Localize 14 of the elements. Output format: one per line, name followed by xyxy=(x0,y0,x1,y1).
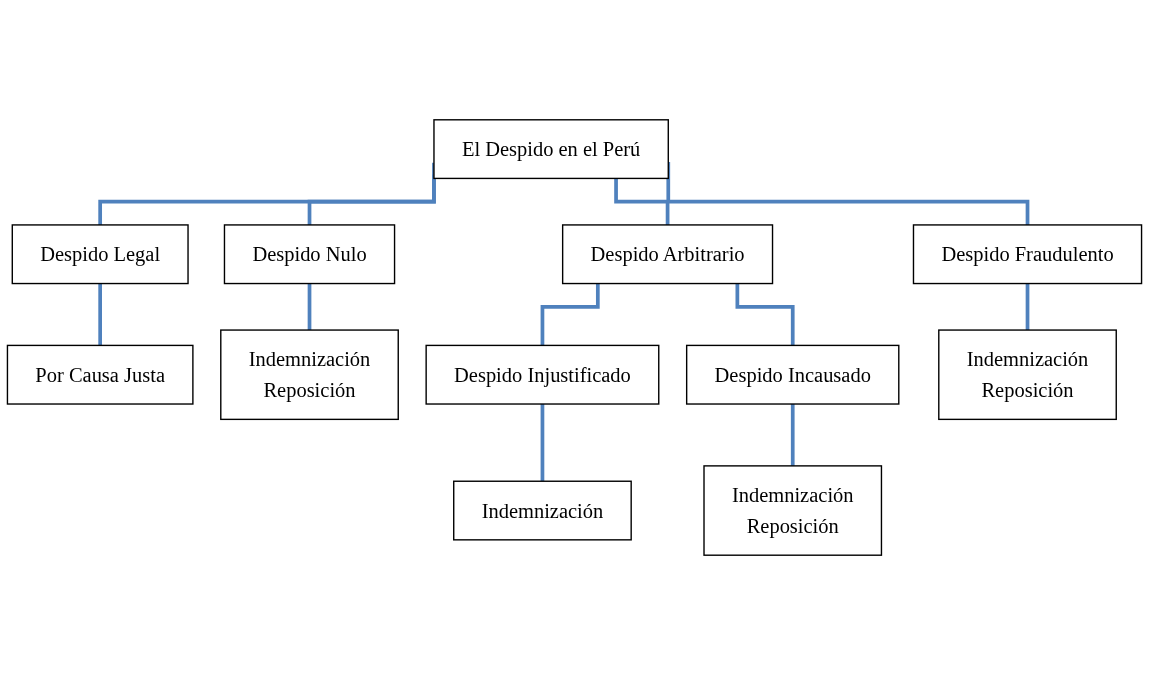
node-box: El Despido en el Perú xyxy=(433,119,669,180)
node-box: Despido Injustificado xyxy=(425,344,660,405)
node-box: Despido Arbitrario xyxy=(561,224,774,285)
connector xyxy=(1025,283,1030,332)
node-box: Indemnización Reposición xyxy=(938,329,1117,421)
node-box: Despido Nulo xyxy=(223,224,396,285)
node-box: Despido Fraudulento xyxy=(912,224,1143,285)
node-box: Despido Legal xyxy=(11,224,189,285)
node-box: Por Causa Justa xyxy=(6,344,194,405)
node-box: Indemnización Reposición xyxy=(703,465,883,556)
node-box: Despido Incausado xyxy=(685,344,900,405)
connector xyxy=(307,283,312,332)
node-box: Indemnización Reposición xyxy=(220,329,399,421)
node-box: Indemnización xyxy=(453,480,632,541)
